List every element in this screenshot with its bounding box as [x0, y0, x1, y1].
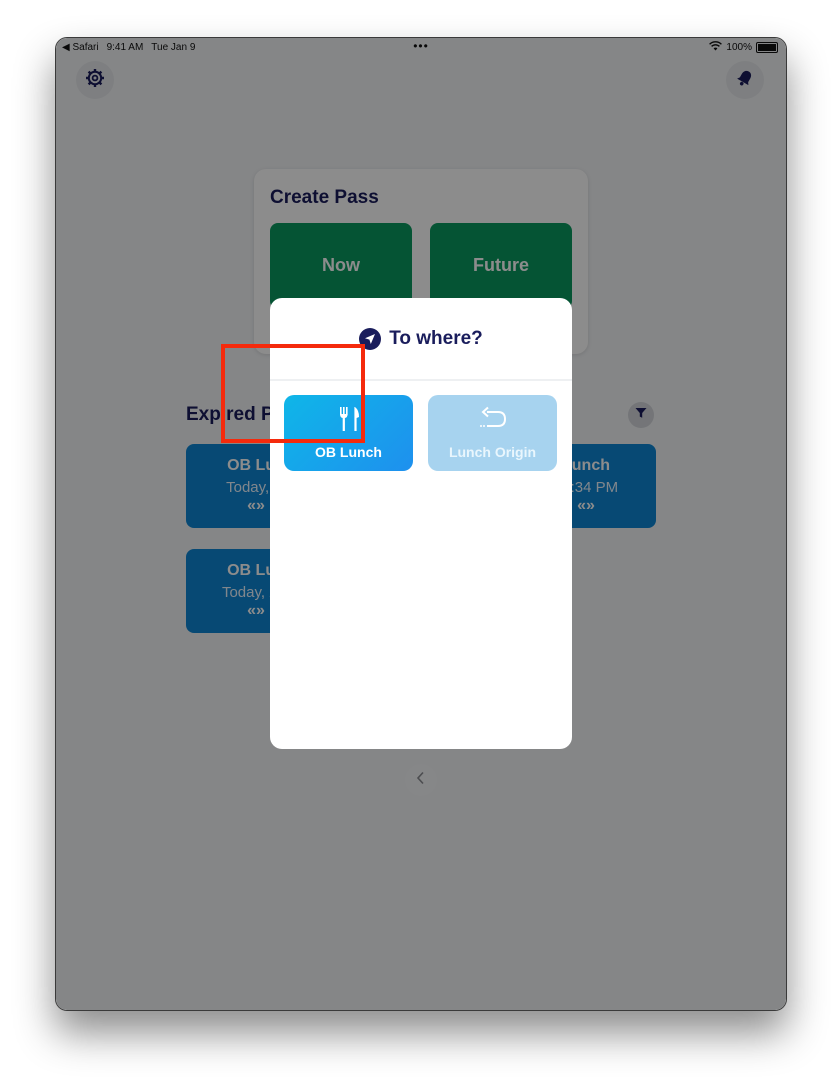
selection-highlight: [221, 344, 365, 443]
future-label: Future: [473, 255, 529, 275]
settings-button[interactable]: [76, 61, 114, 99]
future-button[interactable]: Future: [430, 223, 572, 309]
create-pass-title: Create Pass: [270, 187, 379, 208]
expired-passes-title: Expired P: [186, 404, 274, 425]
filter-icon: [635, 406, 647, 424]
battery-percent: 100%: [726, 42, 752, 53]
wifi-icon: [709, 41, 723, 54]
chevron-left-icon: [415, 771, 427, 790]
status-date: Tue Jan 9: [151, 42, 196, 53]
modal-title: To where?: [389, 327, 483, 349]
destination-modal: To where? OB Lunch Lunch Origin: [270, 298, 572, 749]
status-back-app[interactable]: ◀ Safari: [62, 42, 99, 53]
multitasking-dots[interactable]: •••: [413, 39, 429, 53]
pass-card-arrows: «»: [247, 602, 265, 619]
gear-icon: [85, 68, 105, 93]
ob-lunch-label: OB Lunch: [315, 444, 382, 460]
status-time: 9:41 AM: [106, 42, 144, 53]
notifications-button[interactable]: [726, 61, 764, 99]
filter-button[interactable]: [628, 402, 654, 428]
lunch-origin-label: Lunch Origin: [448, 444, 537, 460]
app-screen: ◀ Safari 9:41 AM Tue Jan 9 ••• 100%: [56, 38, 786, 1010]
ob-lunch-button[interactable]: OB Lunch: [284, 395, 413, 471]
pass-card-arrows: «»: [247, 497, 265, 514]
bell-icon: [735, 68, 755, 93]
ipad-device: ◀ Safari 9:41 AM Tue Jan 9 ••• 100%: [55, 37, 787, 1011]
pass-card-arrows: «»: [577, 497, 595, 514]
now-label: Now: [322, 255, 360, 275]
return-arrow-icon: [478, 406, 508, 434]
status-bar: ◀ Safari 9:41 AM Tue Jan 9 ••• 100%: [56, 38, 786, 58]
battery-icon: [756, 42, 778, 53]
fork-knife-icon: [337, 406, 361, 434]
pass-card-title: Lunch: [562, 457, 610, 474]
now-button[interactable]: Now: [270, 223, 412, 309]
lunch-origin-button[interactable]: Lunch Origin: [428, 395, 557, 471]
back-button[interactable]: [405, 764, 437, 796]
